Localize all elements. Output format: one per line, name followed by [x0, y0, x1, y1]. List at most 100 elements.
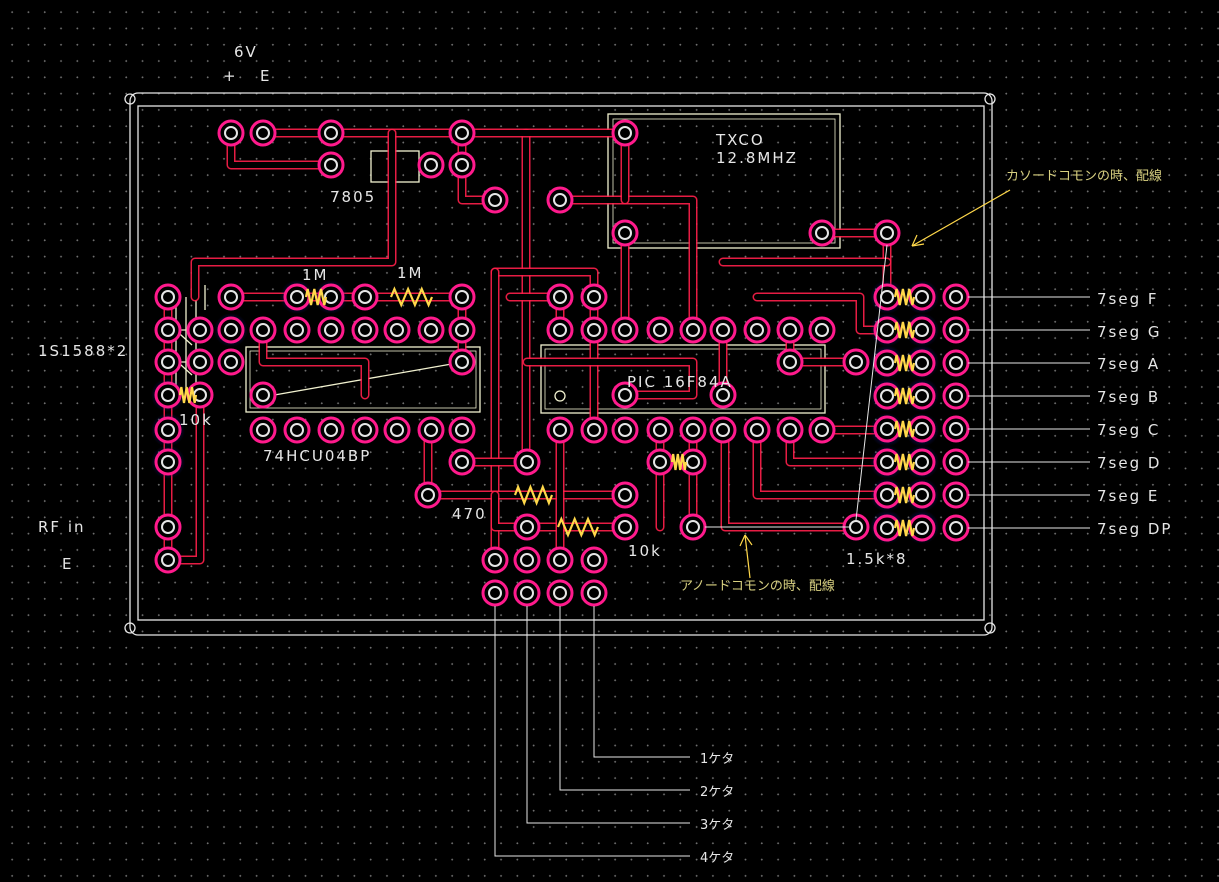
pad-10	[611, 219, 639, 247]
pad-61	[611, 416, 639, 444]
inverter-ic-label: 74HCU04BP	[263, 447, 371, 465]
pad-20	[580, 283, 608, 311]
pad-66	[776, 416, 804, 444]
pad-17	[351, 283, 379, 311]
resistor-1m-a-label: 1M	[302, 266, 329, 284]
pad-82	[513, 546, 541, 574]
pad-12	[873, 219, 901, 247]
resistor-10k-b-symbol	[556, 516, 600, 538]
seg-label-dp: 7seg DP	[1097, 520, 1172, 538]
pad-42	[217, 348, 245, 376]
pad-26	[317, 316, 345, 344]
pad-51	[154, 416, 182, 444]
pad-24	[249, 316, 277, 344]
inverter-ic-outline	[245, 346, 481, 413]
resistor-array-symbol-7	[893, 519, 916, 537]
digit-leader-2	[559, 606, 690, 791]
pad-106	[942, 448, 970, 476]
pad-39	[808, 316, 836, 344]
pad-59	[546, 416, 574, 444]
pad-76	[513, 513, 541, 541]
anode-common-note: アノードコモンの時、配線	[680, 578, 835, 594]
pads	[151, 119, 970, 607]
resistor-10k-a-symbol	[178, 386, 198, 404]
pad-5	[317, 151, 345, 179]
power-voltage-label: 6V	[234, 43, 258, 61]
pad-1	[249, 119, 277, 147]
pad-50	[709, 381, 737, 409]
seg-label-e: 7seg E	[1097, 487, 1159, 505]
resistor-10k-b-label: 10k	[628, 542, 662, 560]
pad-27	[351, 316, 379, 344]
pad-103	[942, 415, 970, 443]
anode-arrow	[744, 534, 751, 579]
pad-63	[679, 416, 707, 444]
pad-109	[942, 481, 970, 509]
pad-31	[546, 316, 574, 344]
pad-69	[448, 448, 476, 476]
pad-22	[186, 316, 214, 344]
rf-ground-label: E	[62, 555, 73, 573]
resistor-1m-a-symbol	[304, 288, 328, 306]
pad-83	[546, 546, 574, 574]
digit-label-4: 4ケタ	[700, 851, 734, 866]
diode-label: 1S1588*2	[38, 342, 128, 360]
power-plus-label: +	[223, 67, 238, 85]
pad-55	[351, 416, 379, 444]
pad-49	[611, 381, 639, 409]
pic-ic-label: PIC 16F84A	[627, 373, 733, 391]
pad-77	[611, 513, 639, 541]
pad-64	[709, 416, 737, 444]
pad-81	[481, 546, 509, 574]
pad-48	[249, 381, 277, 409]
cathode-wire	[855, 244, 888, 521]
pad-57	[417, 416, 445, 444]
pad-97	[942, 349, 970, 377]
digit-leader-4	[494, 606, 690, 857]
pad-11	[808, 219, 836, 247]
pad-62	[646, 416, 674, 444]
pad-34	[646, 316, 674, 344]
resistor-1m-b-symbol	[389, 286, 434, 308]
pad-94	[942, 316, 970, 344]
trace-0	[226, 128, 336, 170]
pad-67	[808, 416, 836, 444]
pad-100	[942, 382, 970, 410]
resistor-470-symbol	[513, 483, 554, 507]
pad-86	[513, 579, 541, 607]
digit-label-2: 2ケタ	[700, 785, 734, 800]
pad-60	[580, 416, 608, 444]
pad-37	[743, 316, 771, 344]
pad-43	[448, 348, 476, 376]
resistor-array-symbol-3	[893, 387, 916, 405]
cathode-arrow	[911, 189, 1011, 247]
pad-7	[448, 151, 476, 179]
resistor-array-symbol-5	[893, 453, 916, 471]
pad-46	[154, 381, 182, 409]
pad-91	[942, 283, 970, 311]
pad-25	[283, 316, 311, 344]
resistor-10k-a-label: 10k	[179, 411, 213, 429]
resistor-small-symbol	[670, 453, 688, 471]
pad-112	[942, 514, 970, 542]
seg-label-a: 7seg A	[1097, 355, 1160, 373]
pad-54	[317, 416, 345, 444]
digit-label-1: 1ケタ	[700, 752, 734, 767]
digit-leader-1	[593, 606, 690, 758]
pad-32	[580, 316, 608, 344]
pad-4	[611, 119, 639, 147]
txco-freq-label: 12.8MHZ	[716, 149, 798, 167]
resistor-array-symbol-1	[893, 321, 916, 339]
pad-71	[646, 448, 674, 476]
cathode-common-note: カソードコモンの時、配線	[1006, 168, 1162, 184]
pad-44	[776, 348, 804, 376]
pad-78	[679, 513, 707, 541]
pad-73	[414, 481, 442, 509]
resistor-array-symbol-0	[893, 288, 916, 306]
pad-8	[481, 186, 509, 214]
pad-84	[580, 546, 608, 574]
pad-30	[448, 316, 476, 344]
resistor-array-symbol-6	[893, 486, 916, 504]
leader-lines	[494, 189, 1090, 857]
